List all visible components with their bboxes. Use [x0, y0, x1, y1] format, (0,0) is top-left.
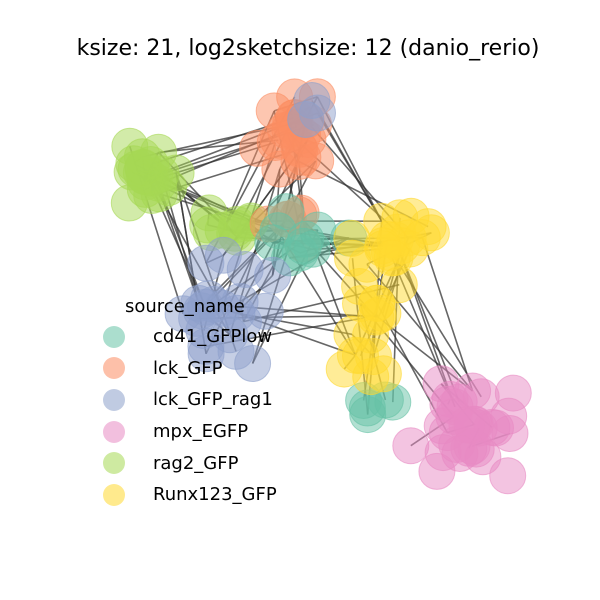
graph-node	[380, 266, 418, 304]
graph-node	[150, 169, 187, 207]
graph-node	[489, 457, 527, 495]
graph-node	[364, 355, 402, 393]
graph-node	[123, 138, 161, 176]
legend-marker	[103, 483, 125, 506]
legend-label: lck_GFP_rag1	[153, 389, 273, 411]
graph-node	[348, 389, 386, 427]
legend-item: cd41_GFPlow	[103, 321, 277, 353]
graph-node	[225, 303, 262, 341]
legend-marker	[103, 420, 125, 443]
graph-node	[441, 435, 479, 472]
legend-label: lck_GFP	[153, 357, 223, 379]
legend-label: mpx_EGFP	[153, 421, 249, 443]
legend-label: cd41_GFPlow	[153, 326, 273, 348]
legend-label: Runx123_GFP	[153, 484, 277, 506]
page-title: ksize: 21, log2sketchsize: 12 (danio_rer…	[76, 36, 540, 61]
legend-item: mpx_EGFP	[103, 416, 277, 448]
graph-node	[293, 230, 331, 268]
graph-node	[185, 312, 223, 350]
graph-node	[403, 219, 441, 257]
legend-title: source_name	[125, 296, 245, 317]
legend-item: Runx123_GFP	[103, 479, 277, 511]
legend: source_name cd41_GFPlow lck_GFP lck_GFP_ra…	[103, 293, 277, 511]
legend-item: rag2_GFP	[103, 447, 277, 479]
legend-marker	[103, 388, 125, 411]
legend-item: lck_GFP	[103, 353, 277, 385]
graph-node	[259, 212, 297, 250]
legend-marker	[103, 325, 125, 348]
graph-edge	[421, 237, 474, 392]
legend-label: rag2_GFP	[153, 452, 239, 474]
graph-node	[226, 251, 264, 288]
graph-nodes	[110, 78, 532, 495]
legend-marker	[103, 452, 125, 475]
legend-marker	[103, 357, 125, 380]
graph-node	[189, 206, 227, 244]
graph-node	[297, 142, 335, 180]
graph-node	[325, 350, 363, 388]
graph-node	[293, 82, 331, 119]
graph-node	[110, 184, 148, 222]
graph-node	[234, 345, 272, 382]
legend-item: lck_GFP_rag1	[103, 384, 277, 416]
graph-node	[392, 427, 430, 465]
